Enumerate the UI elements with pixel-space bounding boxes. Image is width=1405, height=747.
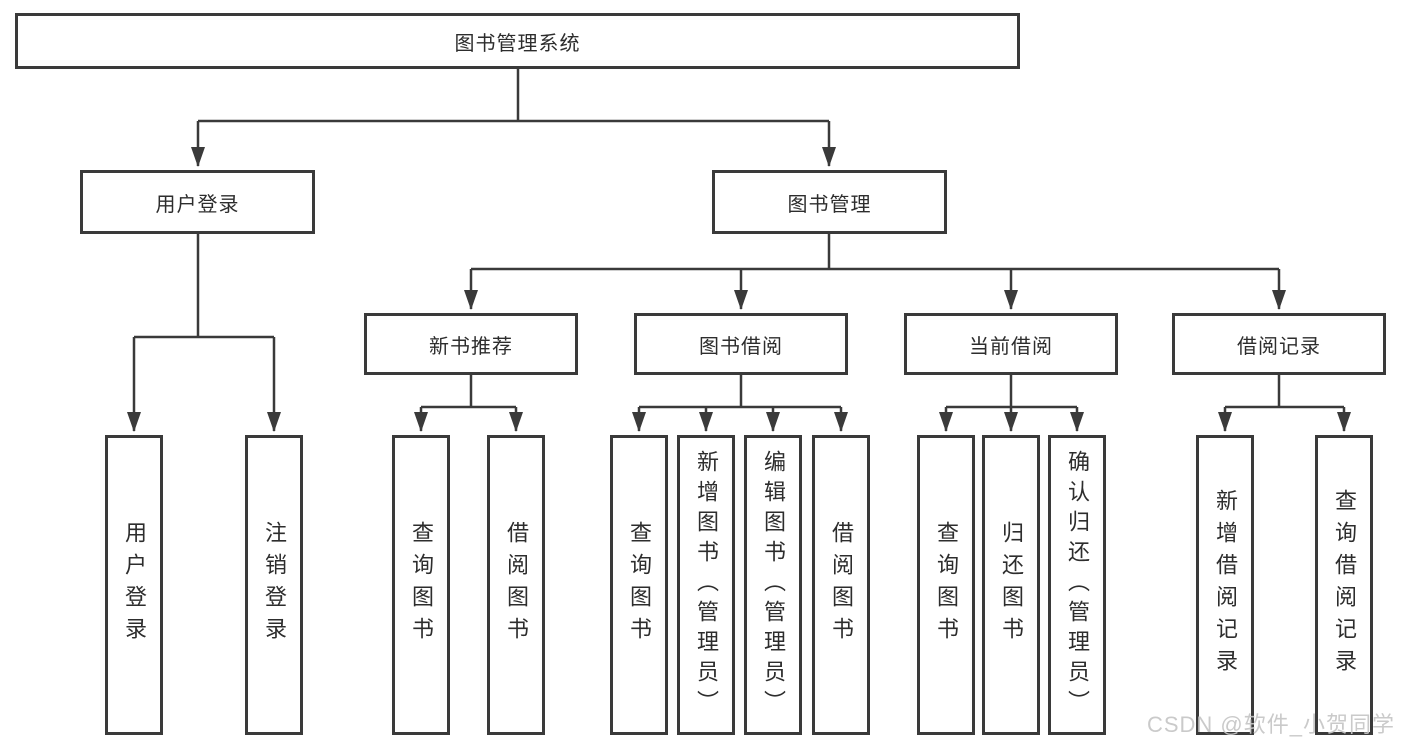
leaf-borrowing-borrow-books: 借阅图书	[812, 435, 870, 735]
leaf-user-login: 用户登录	[105, 435, 163, 735]
leaf-borrowing-add-books-admin: 新增图书（管理员）	[677, 435, 735, 735]
leaf-current-query-books: 查询图书	[917, 435, 975, 735]
leaf-records-query-borrow-record: 查询借阅记录	[1315, 435, 1373, 735]
leaf-borrowing-query-books: 查询图书	[610, 435, 668, 735]
leaf-records-add-borrow-record: 新增借阅记录	[1196, 435, 1254, 735]
node-borrowing-records: 借阅记录	[1172, 313, 1386, 375]
node-root: 图书管理系统	[15, 13, 1020, 69]
leaf-recommend-borrow-books: 借阅图书	[487, 435, 545, 735]
node-current-borrowing: 当前借阅	[904, 313, 1118, 375]
node-book-management: 图书管理	[712, 170, 947, 234]
leaf-current-return-books: 归还图书	[982, 435, 1040, 735]
leaf-borrowing-edit-books-admin: 编辑图书（管理员）	[744, 435, 802, 735]
leaf-current-confirm-return-admin: 确认归还（管理员）	[1048, 435, 1106, 735]
node-user-login: 用户登录	[80, 170, 315, 234]
node-new-book-recommend: 新书推荐	[364, 313, 578, 375]
node-book-borrowing: 图书借阅	[634, 313, 848, 375]
leaf-recommend-query-books: 查询图书	[392, 435, 450, 735]
leaf-logout: 注销登录	[245, 435, 303, 735]
csdn-watermark: CSDN @软件_小贺同学	[1146, 712, 1395, 737]
